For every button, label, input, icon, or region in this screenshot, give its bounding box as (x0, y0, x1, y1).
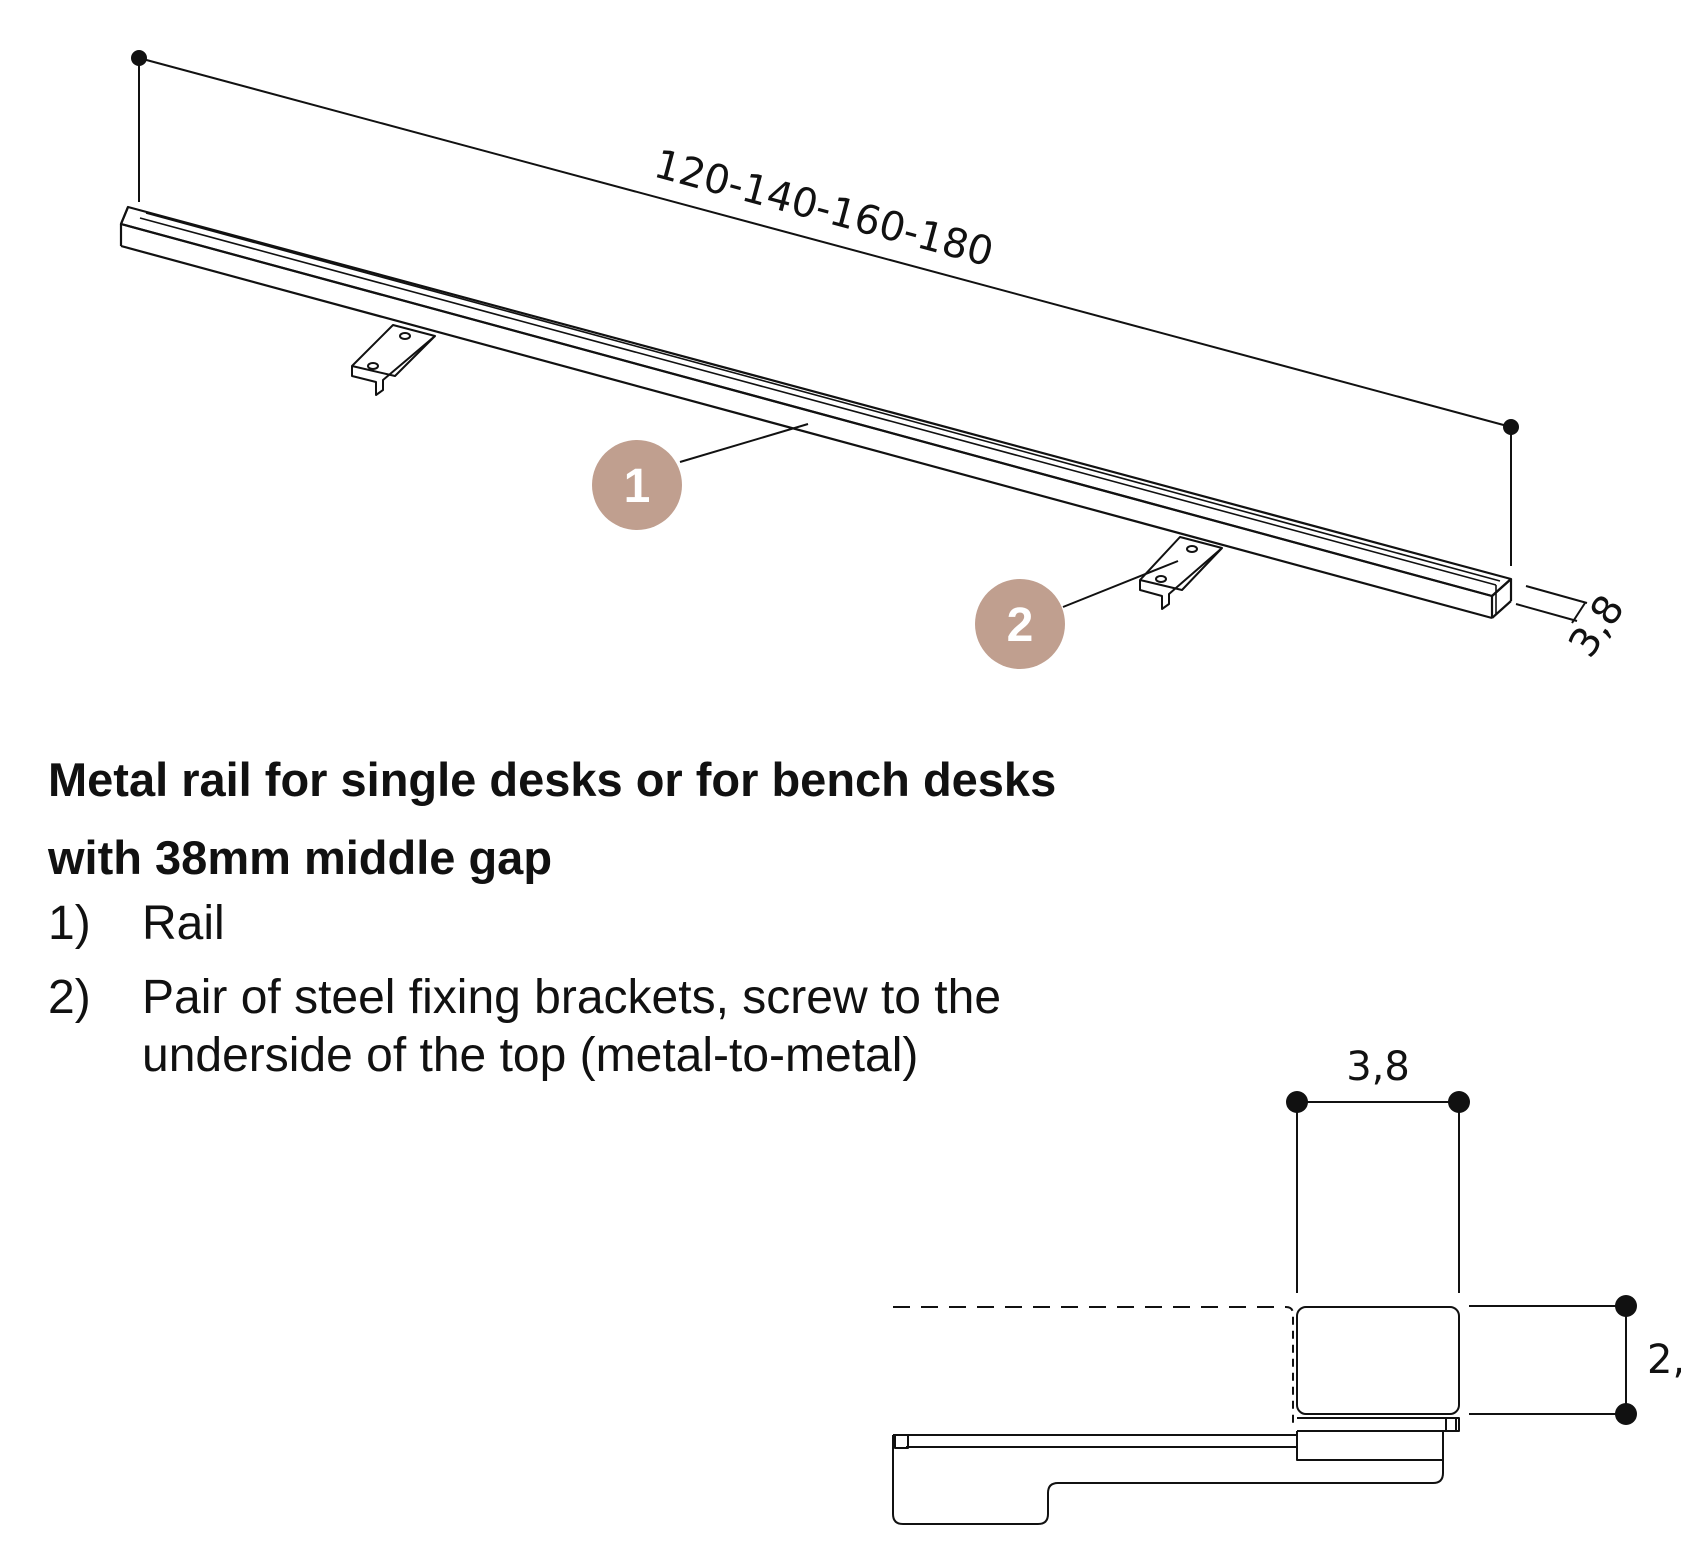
description-title-line2: with 38mm middle gap (48, 831, 553, 884)
list-item-text: Rail (142, 897, 225, 950)
callout-2-label: 2 (1007, 599, 1034, 652)
rail-depth-dimension (1515, 585, 1588, 624)
bracket-right (1139, 536, 1223, 610)
list-item: 2) Pair of steel fixing brackets, screw … (48, 969, 1198, 1085)
cross-section (892, 1091, 1637, 1525)
callout-1: 1 (592, 423, 809, 530)
list-item: 1) Rail (48, 895, 1198, 953)
list-item-number: 1) (48, 897, 91, 950)
callout-2: 2 (975, 560, 1179, 669)
list-item-number: 2) (48, 971, 91, 1024)
bracket-left (351, 324, 436, 396)
description: Metal rail for single desks or for bench… (48, 740, 1198, 1085)
section-width-label: 3,8 (1346, 1044, 1410, 1090)
description-title-line1: Metal rail for single desks or for bench… (48, 753, 1057, 806)
length-dimension (131, 50, 1519, 566)
section-height-label: 2, (1647, 1337, 1681, 1383)
callout-1-label: 1 (624, 460, 651, 513)
list-item-text: Pair of steel fixing brackets, screw to … (142, 971, 1002, 1082)
rail-drawing (119, 205, 1513, 620)
